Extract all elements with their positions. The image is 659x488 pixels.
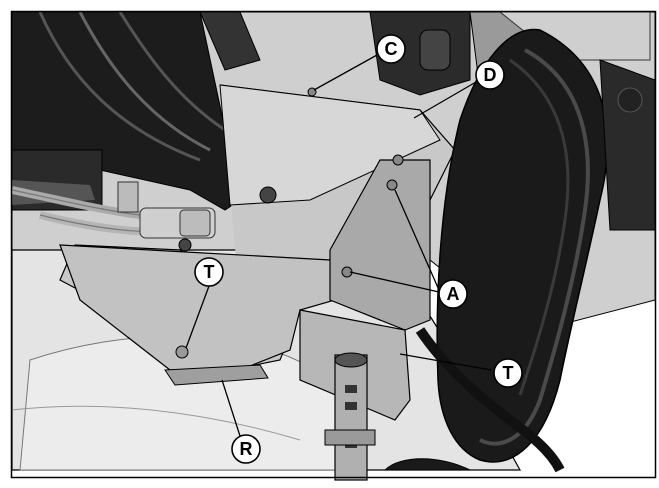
callout-r: R xyxy=(231,434,261,464)
svg-text:T: T xyxy=(204,262,215,282)
right-belt-pulley xyxy=(436,28,609,463)
callout-t-right: T xyxy=(493,358,523,388)
svg-text:T: T xyxy=(503,363,514,383)
svg-text:C: C xyxy=(385,39,398,59)
callout-d: D xyxy=(475,60,505,90)
svg-text:R: R xyxy=(240,439,253,459)
leader-lines xyxy=(185,54,492,437)
bolt-a-upper xyxy=(386,179,398,191)
lift-shaft xyxy=(334,354,368,481)
callout-t-left: T xyxy=(194,257,224,287)
svg-text:D: D xyxy=(484,65,497,85)
figure-border xyxy=(10,10,657,479)
callout-c: C xyxy=(376,34,406,64)
callout-a: A xyxy=(438,279,468,309)
svg-text:A: A xyxy=(447,284,460,304)
